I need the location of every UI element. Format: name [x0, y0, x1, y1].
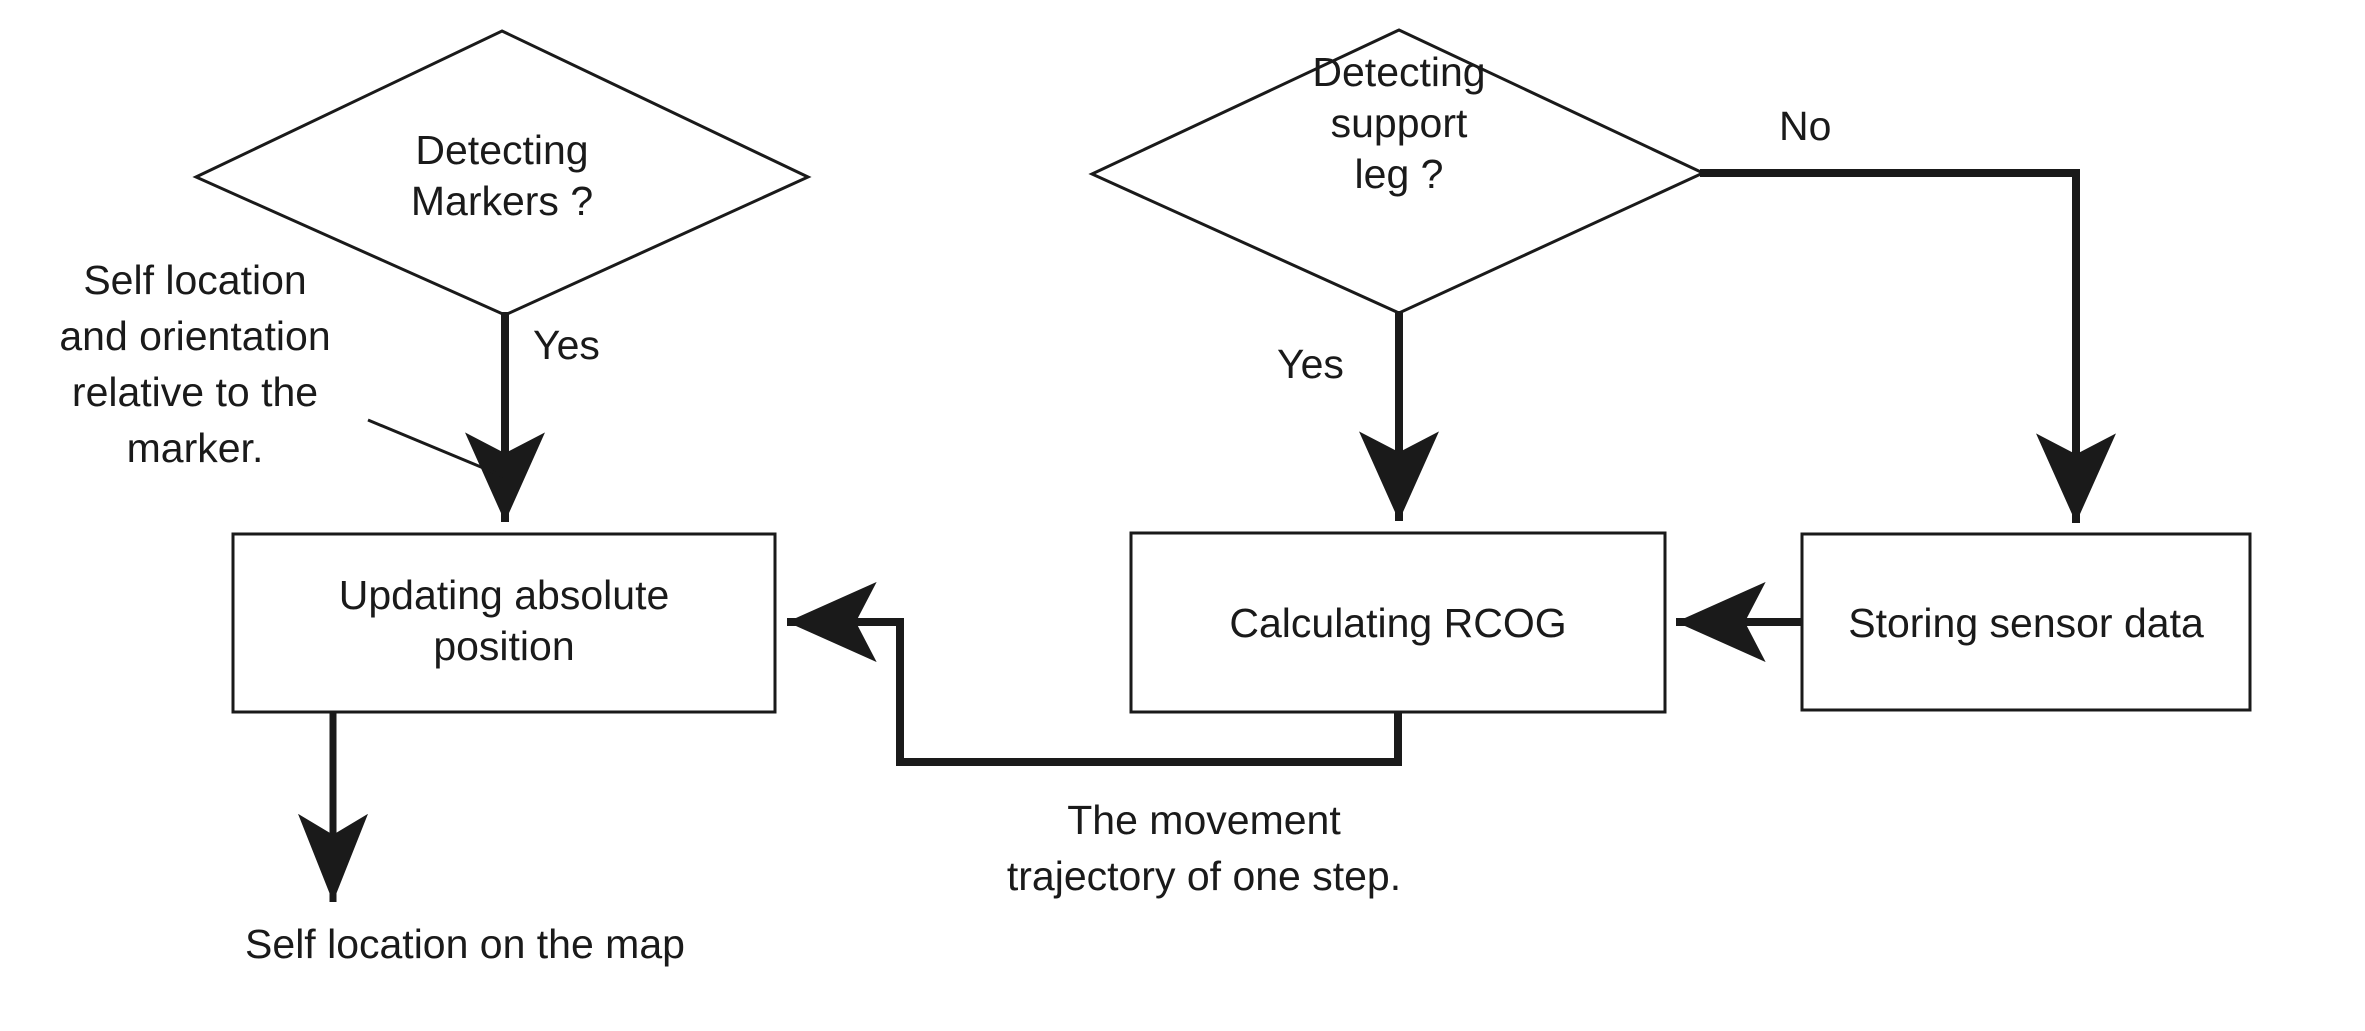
- edge-support-leg-no-to-storing: [1700, 169, 2116, 524]
- annotation-output-label: Self location on the map: [245, 921, 685, 967]
- node-calculating-rcog-shape[interactable]: [1129, 531, 1667, 714]
- leader-line-marker-note: [367, 418, 506, 479]
- node-storing-sensor-data-shape[interactable]: [1800, 532, 2252, 712]
- edge-label-markers-yes: Yes: [533, 322, 600, 368]
- annotation-marker-note: Self location and orientation relative t…: [59, 257, 331, 471]
- edge-rcog-feedback-to-updating: [786, 582, 1402, 766]
- edge-label-support-leg-yes: Yes: [1277, 341, 1344, 387]
- edge-label-support-leg-no: No: [1779, 103, 1832, 149]
- annotation-trajectory-note: The movement trajectory of one step.: [1006, 797, 1402, 899]
- node-detect-support-leg-shape[interactable]: [1088, 28, 1707, 315]
- node-updating-absolute-position-shape[interactable]: [231, 532, 777, 714]
